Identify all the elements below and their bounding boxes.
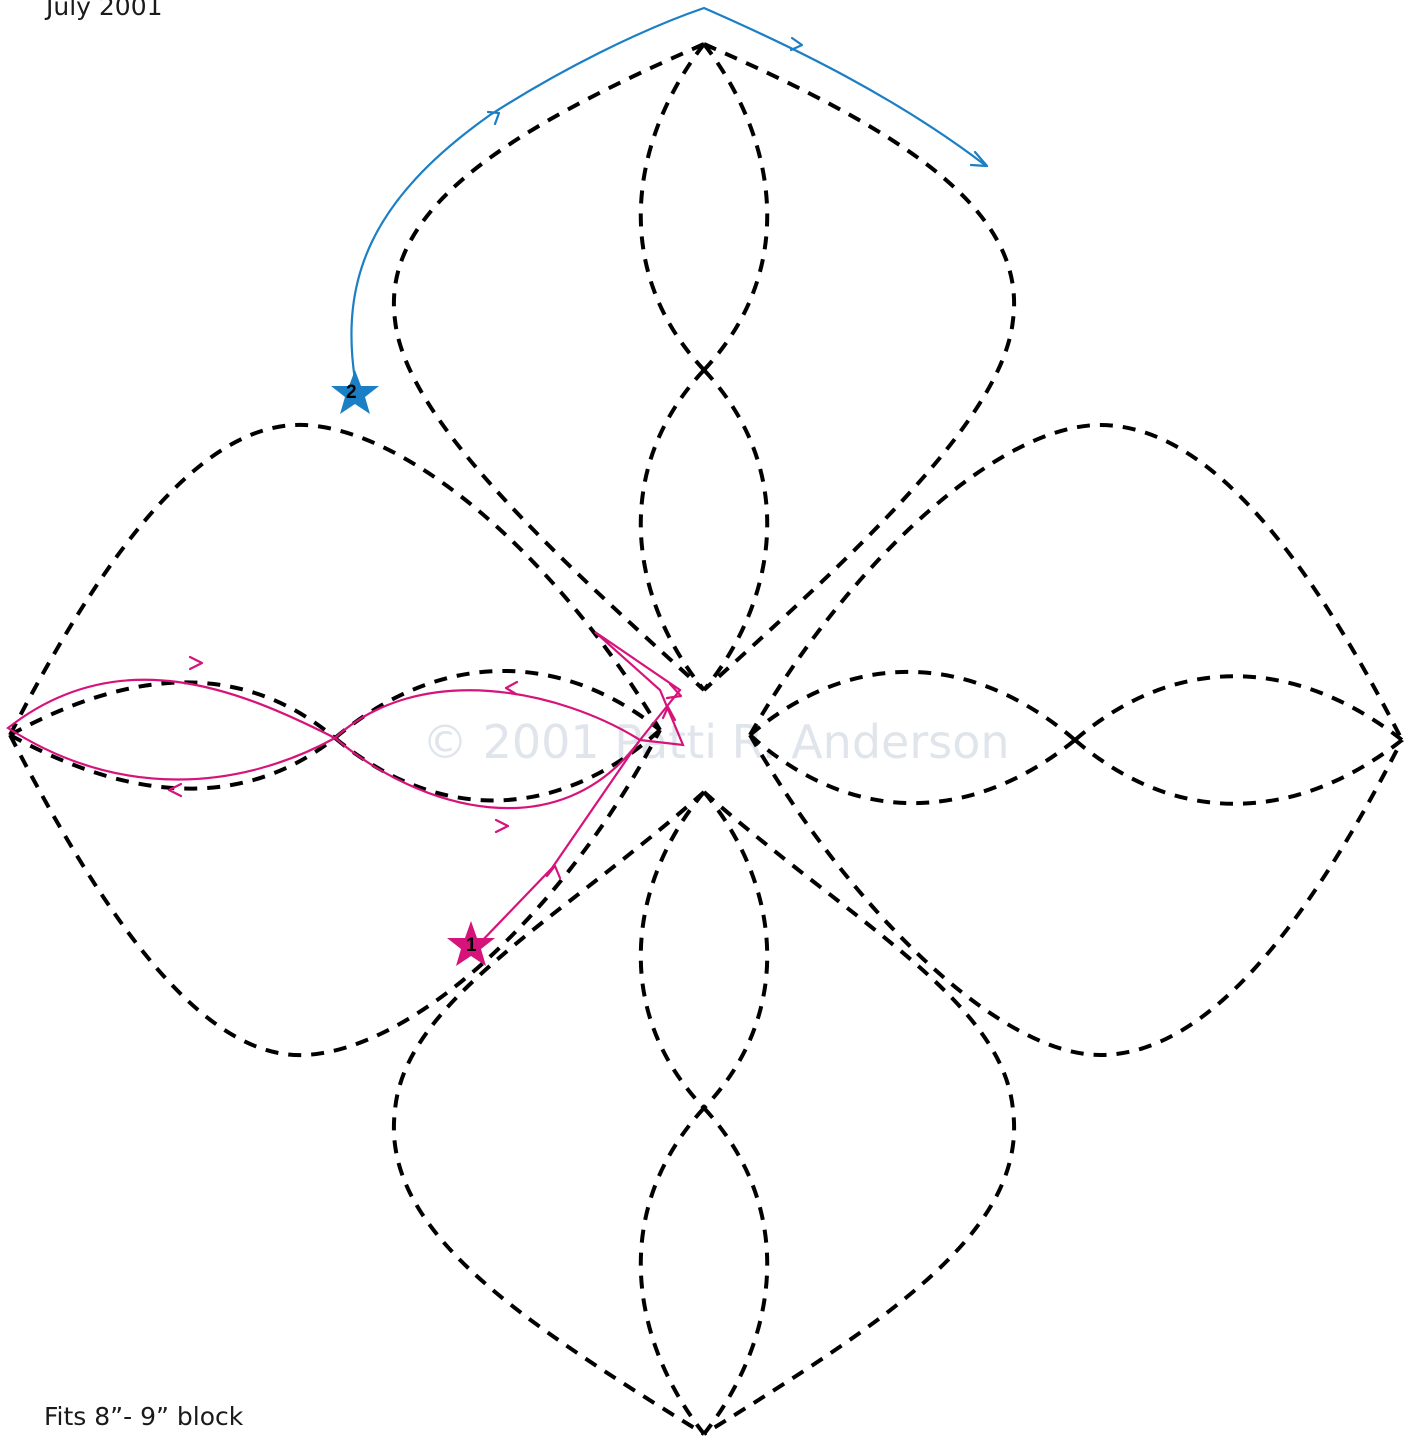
right-petal-outline-bottom [750, 735, 1402, 1055]
start-marker-1: 1 [447, 921, 495, 966]
bottom-petal-inner-lower-right [704, 1108, 767, 1434]
stitch-path-1 [8, 632, 683, 945]
start-marker-1-label: 1 [466, 935, 477, 956]
path-1-arrow-1 [547, 866, 560, 878]
path-2-arrow-2 [791, 38, 802, 50]
right-petal-outline-top [750, 425, 1402, 740]
left-petal-inner-left-bottom [10, 735, 335, 789]
left-petal-outline-bottom [10, 730, 660, 1055]
left-petal-inner-left-top [10, 682, 335, 738]
block-size-label: Fits 8”- 9” block [44, 1402, 243, 1431]
top-petal [394, 44, 1014, 690]
start-marker-2-label: 2 [346, 382, 357, 403]
top-petal-inner-upper-right [704, 44, 767, 370]
bottom-petal [394, 792, 1014, 1434]
path-1-route [8, 632, 683, 945]
copyright-watermark: © 2001 Patti R. Anderson [422, 715, 1010, 769]
bottom-petal-outline-left [394, 792, 704, 1434]
top-petal-inner-upper-left [641, 44, 704, 370]
path-2-arrow-3 [971, 152, 987, 166]
right-petal-inner-right-top [1075, 676, 1402, 740]
bottom-petal-inner-lower-left [641, 1108, 704, 1434]
path-1-arrow-5 [190, 657, 202, 669]
right-petal-inner-right-bottom [1075, 740, 1402, 804]
top-petal-outline-right [704, 44, 1014, 690]
left-petal-outline-top [10, 425, 660, 735]
path-1-arrow-6 [169, 784, 181, 796]
start-marker-2: 2 [331, 370, 379, 414]
top-petal-outline-left [394, 44, 704, 690]
path-1-arrow-7 [496, 820, 508, 832]
